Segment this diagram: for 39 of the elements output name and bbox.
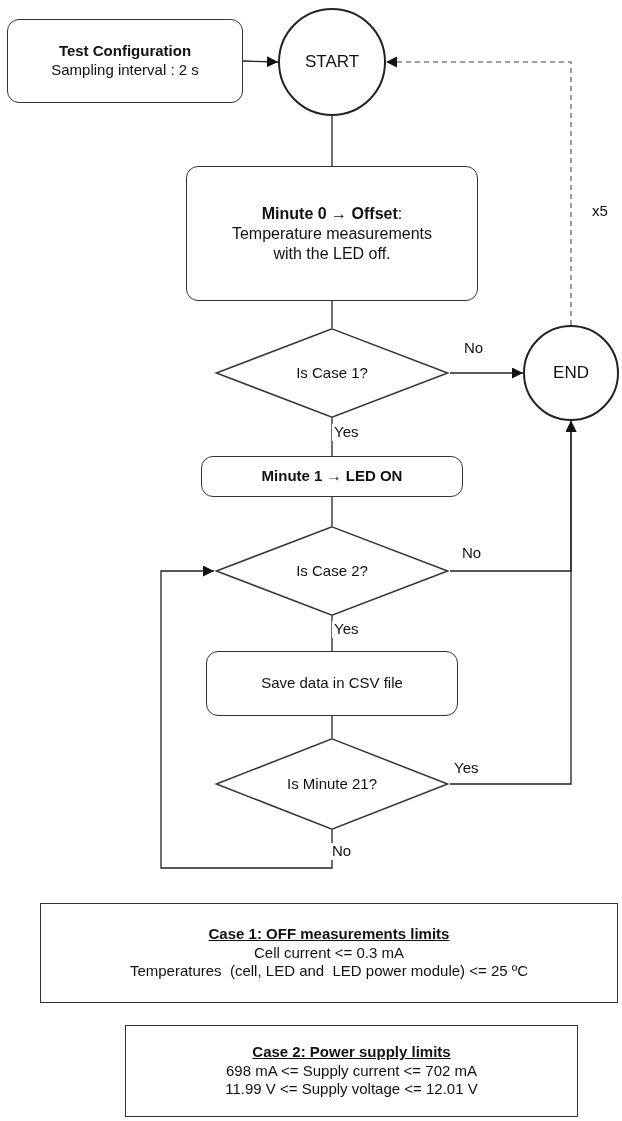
arrow [242, 56, 279, 68]
node-text: Minute 1 → LED ON [261, 467, 403, 486]
decision-diamond [214, 328, 450, 418]
edge-label: Yes [332, 621, 361, 638]
node-text: END [553, 362, 589, 384]
decision-diamond [214, 738, 450, 830]
node-text: Is Minute 21? [286, 774, 378, 794]
process-box [7, 19, 243, 103]
note-box [40, 903, 618, 1003]
node-text: Save data in CSV file [261, 674, 403, 693]
connector-line [331, 115, 333, 167]
connector-line [331, 496, 333, 527]
note-box [125, 1025, 578, 1117]
process-box [186, 166, 478, 301]
node-text: Temperatures (cell, LED and LED power module) <= 25 ºC [129, 962, 529, 982]
connector-line [331, 300, 333, 329]
node-heading: Case 1: OFF measurements limits [208, 924, 450, 944]
process-box [201, 456, 463, 497]
dashed-arrow [385, 56, 572, 326]
connector-line [331, 715, 333, 739]
node-heading: Test Configuration [58, 42, 192, 61]
edge-label: No [330, 843, 354, 860]
edge-label: Yes [332, 424, 361, 441]
node-text: 698 mA <= Supply current <= 702 mA [226, 1061, 477, 1081]
node-heading: Case 2: Power supply limits [252, 1042, 451, 1062]
node-text: Minute 0 → Offset: Temperature measurements with the LED off. [230, 203, 434, 264]
node-text: 11.99 V <= Supply voltage <= 12.01 V [225, 1080, 478, 1100]
arrow [160, 565, 333, 869]
node-text: Sampling interval : 2 s [51, 61, 199, 80]
connector-line [331, 417, 333, 457]
node-text: Is Case 1? [296, 363, 368, 383]
connector-line [331, 615, 333, 652]
decision-diamond [214, 526, 450, 616]
process-box [206, 651, 458, 716]
node-text: START [304, 51, 360, 73]
arrow [449, 367, 524, 379]
node-text: Cell current <= 0.3 mA [253, 943, 405, 963]
arrow [449, 420, 577, 785]
node-text: Is Case 2? [296, 561, 368, 581]
